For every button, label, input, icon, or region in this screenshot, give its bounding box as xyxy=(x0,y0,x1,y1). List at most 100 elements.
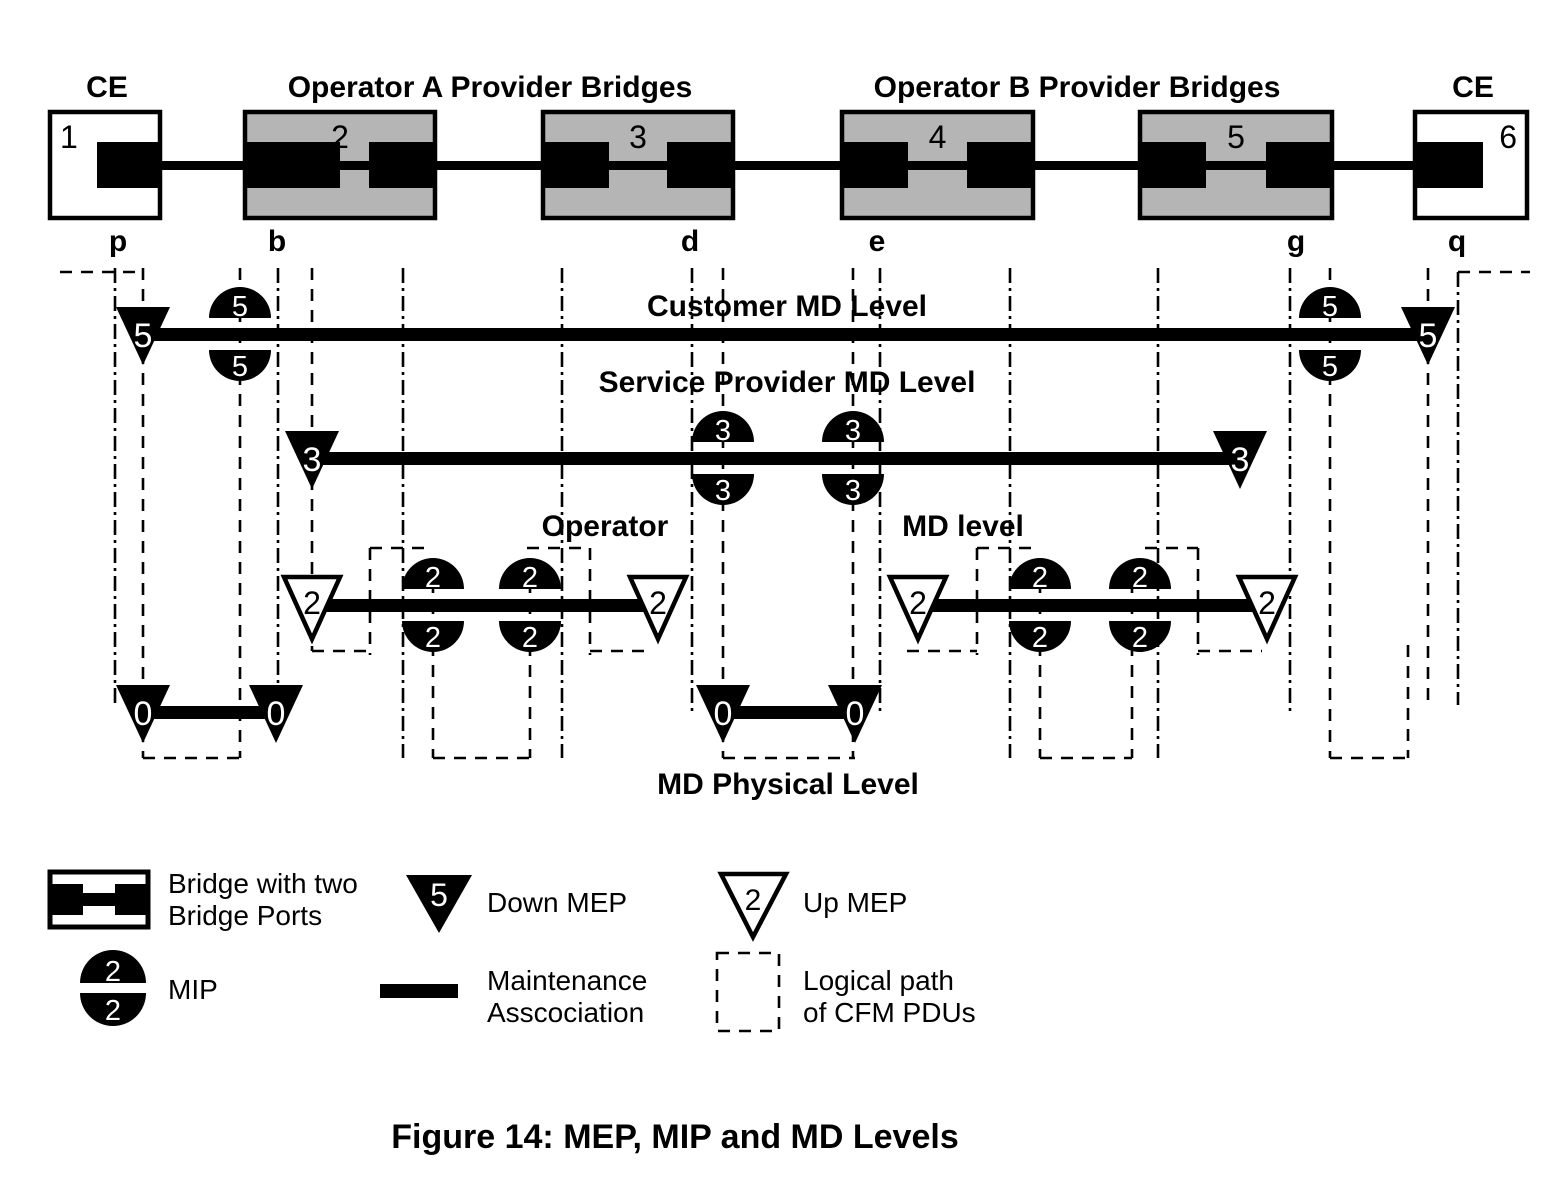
port-label: b xyxy=(268,225,286,258)
legend-ma-label: Asscociation xyxy=(487,997,644,1028)
bridge-number: 5 xyxy=(1227,119,1245,155)
port-label: g xyxy=(1287,225,1305,258)
bridge-number: 1 xyxy=(60,119,78,155)
legend-cfm-path-label: Logical path xyxy=(803,965,954,996)
down-mep xyxy=(696,685,750,743)
mip-upper-level: 2 xyxy=(522,562,538,594)
bridge-port xyxy=(543,142,609,188)
legend-mip-icon-lower xyxy=(80,993,146,1026)
legend-ma-label: Maintenance xyxy=(487,965,647,996)
legend-bridge-label: Bridge with two xyxy=(168,868,358,899)
legend-mip-lower-level: 2 xyxy=(105,995,121,1027)
mip-upper-level: 5 xyxy=(1322,291,1338,323)
mip-lower-level: 2 xyxy=(1032,622,1048,654)
legend-mip-label: MIP xyxy=(168,974,218,1005)
mip-upper-level: 2 xyxy=(1032,562,1048,594)
legend-bridge-port-icon xyxy=(115,884,148,915)
mip-lower-half xyxy=(1009,621,1071,652)
up-mep xyxy=(626,574,690,645)
down-mep-level: 0 xyxy=(267,695,286,733)
legend-bridge-label: Bridge Ports xyxy=(168,900,322,931)
legend-mip-icon-upper xyxy=(80,950,146,983)
legend-down-mep-label: Down MEP xyxy=(487,887,627,918)
bridge-port xyxy=(667,142,733,188)
up-mep-level: 2 xyxy=(909,585,927,621)
mip-lower-half xyxy=(1299,350,1361,381)
mip-lower-half xyxy=(822,474,884,505)
up-mep-level: 2 xyxy=(1258,585,1276,621)
down-mep xyxy=(1401,307,1455,365)
bridge-number: 2 xyxy=(331,119,349,155)
mip-upper-half xyxy=(499,558,561,589)
bridge-port xyxy=(967,142,1033,188)
down-mep xyxy=(116,307,170,365)
down-mep xyxy=(1213,431,1267,489)
md-level-label: Service Provider MD Level xyxy=(599,366,976,399)
down-mep xyxy=(285,431,339,489)
maintenance-association-line xyxy=(312,599,658,612)
legend-mip-upper-level: 2 xyxy=(105,956,121,988)
port-label: e xyxy=(869,225,886,258)
bridge-port xyxy=(1140,142,1206,188)
legend-cfm-path-icon xyxy=(715,951,781,1033)
mip-lower-half xyxy=(499,621,561,652)
down-mep xyxy=(828,685,882,743)
down-mep xyxy=(116,685,170,743)
down-mep-level: 5 xyxy=(1419,317,1438,355)
bridge-group-header: CE xyxy=(86,71,128,104)
bridge-port xyxy=(1417,142,1483,188)
legend-bridge-port-icon xyxy=(50,884,83,915)
down-mep-level: 0 xyxy=(714,695,733,733)
md-level-label: Customer MD Level xyxy=(647,290,927,323)
maintenance-association-line xyxy=(312,452,1240,465)
port-label: q xyxy=(1448,225,1466,258)
mip-upper-level: 3 xyxy=(715,415,731,447)
mip-upper-half xyxy=(209,287,271,318)
legend-up-mep-icon xyxy=(717,871,790,942)
mip-lower-level: 2 xyxy=(522,622,538,654)
bridge-port xyxy=(369,142,435,188)
mip-upper-level: 5 xyxy=(232,291,248,323)
bridge-group-header: Operator B Provider Bridges xyxy=(874,71,1281,104)
mip-lower-level: 3 xyxy=(845,475,861,507)
bridge-number: 3 xyxy=(629,119,647,155)
mip-upper-level: 3 xyxy=(845,415,861,447)
legend-bridge-bar xyxy=(83,893,115,906)
bridge-port xyxy=(842,142,908,188)
mip-upper-half xyxy=(822,411,884,442)
legend-up-mep-level: 2 xyxy=(745,884,762,917)
port-label: d xyxy=(681,225,699,258)
mip-lower-half xyxy=(1109,621,1171,652)
mip-lower-half xyxy=(209,350,271,381)
bridge-port xyxy=(97,142,160,188)
down-mep-level: 3 xyxy=(1231,441,1250,479)
mip-upper-level: 2 xyxy=(425,562,441,594)
down-mep-level: 0 xyxy=(134,695,153,733)
down-mep xyxy=(249,685,303,743)
up-mep xyxy=(886,574,950,645)
bridge-port xyxy=(1266,142,1332,188)
up-mep xyxy=(1235,574,1299,645)
down-mep-level: 5 xyxy=(134,317,153,355)
mip-lower-level: 5 xyxy=(1322,351,1338,383)
mip-upper-level: 2 xyxy=(1132,562,1148,594)
mip-lower-level: 3 xyxy=(715,475,731,507)
legend-down-mep-icon xyxy=(406,875,472,933)
up-mep-level: 2 xyxy=(303,585,321,621)
mip-lower-level: 2 xyxy=(425,622,441,654)
bridge-number: 6 xyxy=(1499,119,1517,155)
mip-lower-level: 2 xyxy=(1132,622,1148,654)
md-level-label: MD level xyxy=(902,510,1024,543)
maintenance-association-line xyxy=(723,706,855,719)
mip-upper-half xyxy=(402,558,464,589)
legend-cfm-path-label: of CFM PDUs xyxy=(803,997,976,1028)
maintenance-association-line xyxy=(143,328,1428,341)
legend-down-mep-level: 5 xyxy=(430,877,448,913)
mip-lower-half xyxy=(402,621,464,652)
down-mep-level: 0 xyxy=(846,695,865,733)
md-level-label: MD Physical Level xyxy=(657,768,919,801)
mip-upper-half xyxy=(1299,287,1361,318)
md-level-label: Operator xyxy=(542,510,669,543)
legend-ma-line-icon xyxy=(380,984,458,998)
